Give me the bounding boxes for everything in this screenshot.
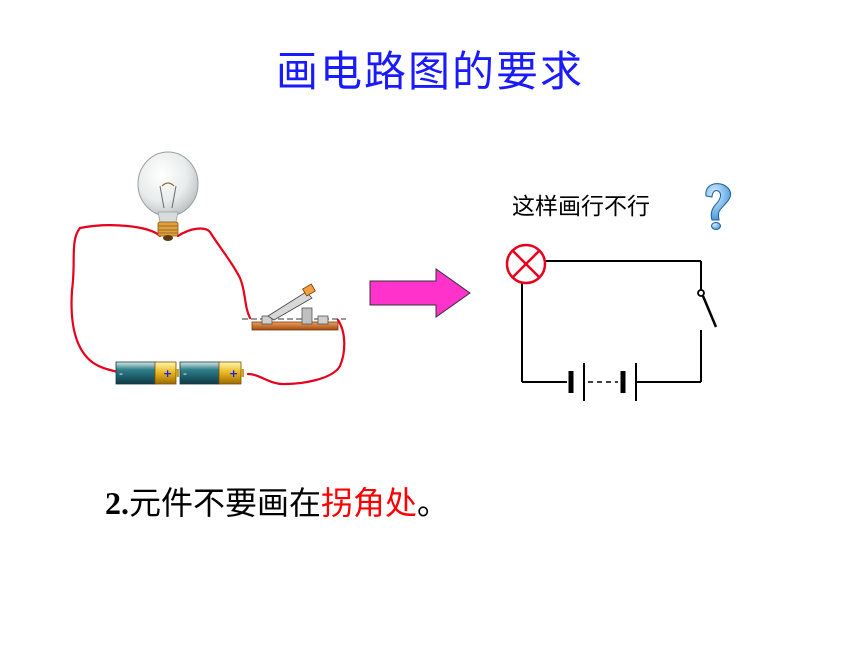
knife-switch-icon — [242, 283, 346, 331]
rule-number: 2. — [105, 485, 129, 521]
rule-end-punct: 。 — [417, 484, 450, 522]
question-text: 这样画行不行 — [512, 194, 650, 220]
battery-1-minus-label: - — [119, 367, 123, 380]
battery-2-plus-label: + — [229, 367, 238, 380]
slide-title: 画电路图的要求 — [275, 47, 584, 96]
battery-symbol-icon — [568, 363, 637, 401]
switch-symbol-icon — [697, 289, 718, 328]
schematic-circuit — [521, 260, 702, 383]
wire-left — [70, 224, 162, 374]
wire-top-right — [176, 227, 252, 320]
light-bulb-icon — [137, 151, 199, 241]
rule-caption: 2.元件不要画在拐角处。 — [105, 478, 449, 524]
wire-bottom-right — [246, 318, 346, 386]
rule-text: 元件不要画在 — [129, 484, 322, 522]
battery-icon — [115, 361, 179, 385]
battery-icon — [179, 361, 244, 385]
question-mark-icon — [705, 183, 732, 230]
battery-2-minus-label: - — [183, 367, 187, 380]
rule-highlight: 拐角处 — [321, 484, 418, 522]
battery-1-plus-label: + — [163, 367, 172, 380]
right-arrow-icon — [369, 268, 471, 318]
lamp-symbol-icon — [505, 243, 547, 285]
wire-loop — [70, 224, 346, 386]
